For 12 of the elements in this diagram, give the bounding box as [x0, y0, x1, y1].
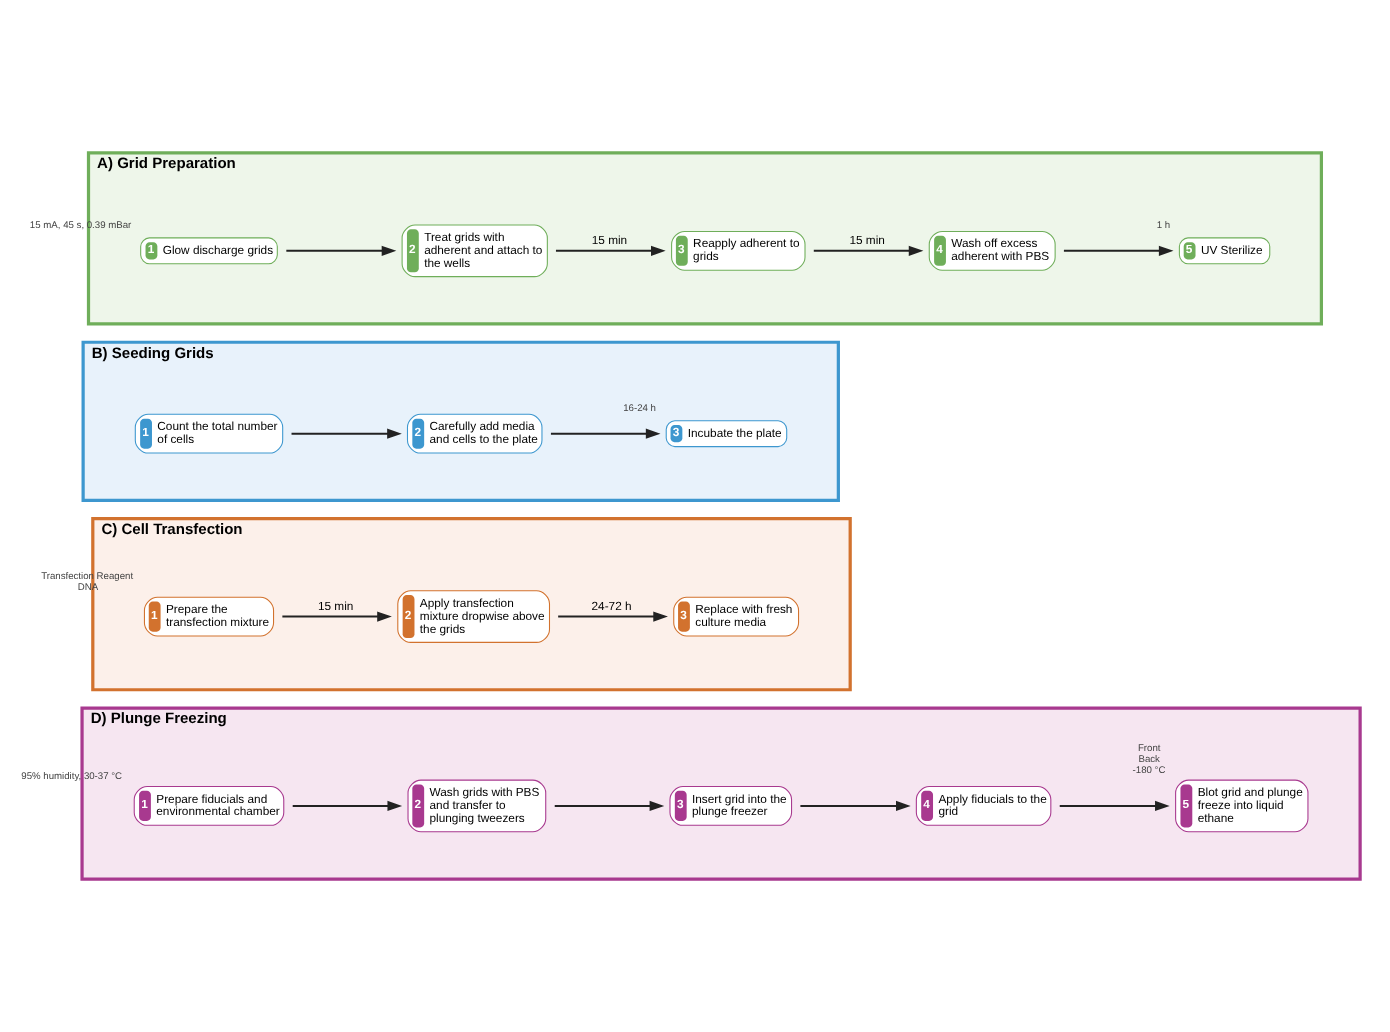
arrow: [812, 245, 924, 256]
arrow: [549, 428, 661, 439]
arrow: [799, 800, 911, 812]
arrow: [1058, 800, 1170, 812]
arrow: [553, 800, 665, 812]
arrow: [285, 245, 397, 256]
arrow: [281, 611, 392, 622]
arrow: [290, 428, 402, 439]
arrow: [557, 611, 668, 622]
arrow: [555, 245, 666, 256]
arrow: [291, 800, 403, 812]
arrow: [1062, 245, 1174, 256]
